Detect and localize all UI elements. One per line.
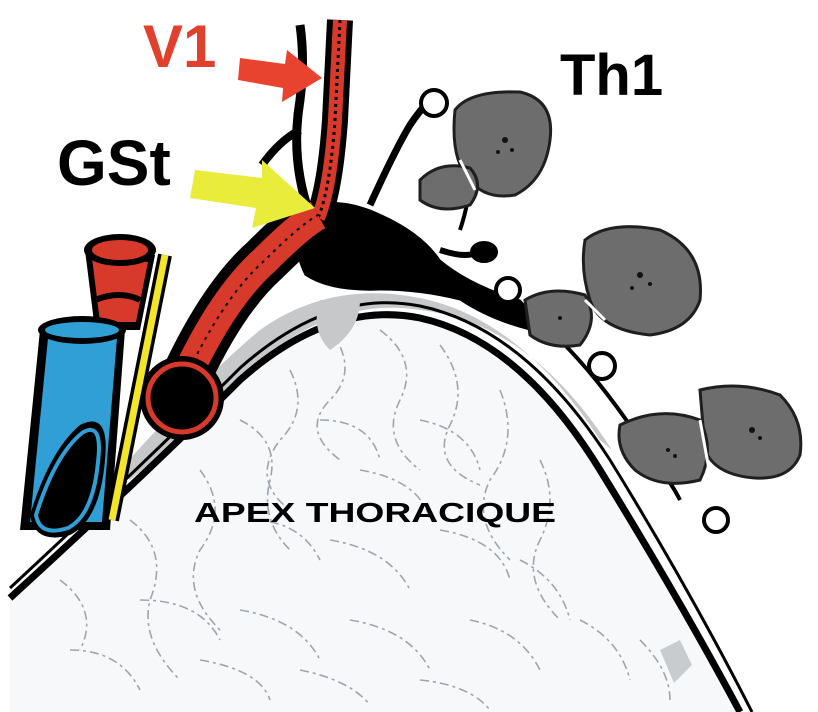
label-gst: GSt	[57, 127, 171, 199]
label-apex-thoracique: APEX THORACIQUE	[194, 497, 556, 528]
label-v1: V1	[143, 13, 216, 80]
label-th1: Th1	[560, 43, 663, 108]
